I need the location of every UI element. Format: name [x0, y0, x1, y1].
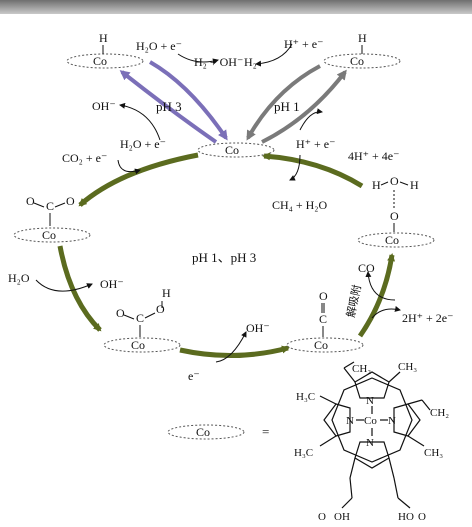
- thin-arrow: [255, 43, 293, 67]
- legend-site-ellipse: [167, 424, 245, 440]
- thin-arrow: [365, 271, 396, 301]
- thin-arrow: [215, 331, 247, 363]
- por-ch3-top: CH₃: [398, 361, 417, 373]
- ph3-arrow-down: [149, 60, 228, 141]
- o-label: O: [66, 194, 75, 208]
- por-n-right: N: [388, 415, 396, 427]
- label-oh-mid: OH⁻: [246, 321, 270, 335]
- por-ch3-right2: CH₃: [424, 447, 443, 459]
- label-hplus-e-mid: H⁺ + e⁻: [296, 137, 335, 151]
- cycle-arrow-3: [179, 345, 290, 359]
- thin-arrow: [117, 159, 141, 175]
- co-label: Co: [385, 233, 399, 247]
- label-ph1: pH 1: [274, 99, 300, 114]
- thin-arrow: [289, 154, 301, 181]
- por-n-top: N: [366, 395, 374, 407]
- o-label: O: [156, 302, 165, 316]
- label-oh: OH⁻: [92, 99, 116, 113]
- por-h3c-left2: H₃C: [294, 447, 313, 459]
- c-label: C: [319, 312, 327, 326]
- site-center: Co: [197, 142, 275, 158]
- o-label: O: [26, 194, 35, 208]
- co-label: Co: [225, 143, 239, 157]
- thin-arrow: [35, 279, 93, 292]
- thin-arrow: [177, 53, 219, 65]
- co-label: Co: [42, 228, 56, 242]
- o-label: O: [319, 289, 328, 303]
- site-cooh-left: O C O Co: [13, 194, 91, 243]
- h-label: H: [99, 31, 108, 45]
- label-h2o-e: H₂O + e⁻: [136, 39, 182, 53]
- cycle-arrow-1: [78, 152, 199, 207]
- site-co-adsorbed: O C Co: [286, 289, 364, 353]
- c-label: C: [136, 311, 144, 325]
- h-label: H: [162, 286, 171, 300]
- label-desorption: 解吸附: [343, 283, 364, 318]
- por-o-left: O: [318, 511, 326, 523]
- por-co-center: Co: [364, 415, 377, 427]
- label-h2o-e-mid: H₂O + e⁻: [120, 137, 166, 151]
- o-label: O: [390, 174, 399, 188]
- por-ch2-right: CH₂: [430, 407, 449, 419]
- por-ho-right: HO: [398, 511, 414, 523]
- h-label: H: [372, 178, 381, 192]
- por-n-bottom: N: [366, 437, 374, 449]
- o-label: O: [116, 306, 125, 320]
- h-label: H: [410, 178, 419, 192]
- window-top-bar: [0, 0, 472, 14]
- legend-co-label: Co: [196, 425, 210, 439]
- label-2h-2e: 2H⁺ + 2e⁻: [402, 311, 453, 325]
- por-ch2-top: CH₂: [352, 363, 371, 375]
- label-ch4-h2o: CH₄ + H₂O: [272, 198, 327, 212]
- c-label: C: [46, 199, 54, 213]
- label-e: e⁻: [188, 369, 200, 383]
- label-ph3: pH 3: [156, 99, 182, 114]
- thin-arrow: [119, 102, 161, 141]
- co-label: Co: [93, 54, 107, 68]
- por-n-left: N: [346, 415, 354, 427]
- label-4h-4e: 4H⁺ + 4e⁻: [348, 149, 399, 163]
- ph1-arrow-up: [261, 69, 347, 144]
- co-label: Co: [350, 54, 364, 68]
- site-top-right: Co H: [323, 31, 401, 69]
- ph1-arrow-down: [246, 64, 321, 141]
- h-label: H: [358, 31, 367, 45]
- o-label: O: [390, 209, 399, 223]
- label-co-gas: CO: [358, 261, 375, 275]
- label-h2-oh: H₂ + OH⁻: [194, 55, 243, 69]
- co-label: Co: [131, 338, 145, 352]
- ph3-arrow-up: [119, 70, 218, 144]
- label-h2: H₂: [244, 55, 257, 69]
- cycle-arrow-5: [262, 152, 364, 189]
- label-hplus-e: H⁺ + e⁻: [284, 37, 323, 51]
- porphyrin-structure: [319, 361, 431, 509]
- label-ph1-ph3: pH 1、pH 3: [192, 250, 256, 265]
- thin-arrow: [299, 108, 323, 131]
- thin-arrow: [371, 305, 401, 319]
- label-co2-e: CO₂ + e⁻: [62, 151, 107, 165]
- por-h3c-left: H₃C: [296, 391, 315, 403]
- por-o-right: O: [418, 511, 426, 523]
- por-oh-left: OH: [334, 511, 350, 523]
- site-h2o-right: H O H O Co: [357, 174, 435, 248]
- site-cooh-bottom: O C O H Co: [103, 286, 181, 353]
- cycle-arrow-2: [57, 245, 102, 332]
- co-label: Co: [314, 338, 328, 352]
- cycle-arrow-4: [357, 253, 396, 338]
- legend-equals: =: [262, 424, 269, 439]
- label-oh-left: OH⁻: [100, 277, 124, 291]
- label-h2o-left: H₂O: [8, 271, 30, 285]
- site-top-left: Co H: [66, 31, 144, 69]
